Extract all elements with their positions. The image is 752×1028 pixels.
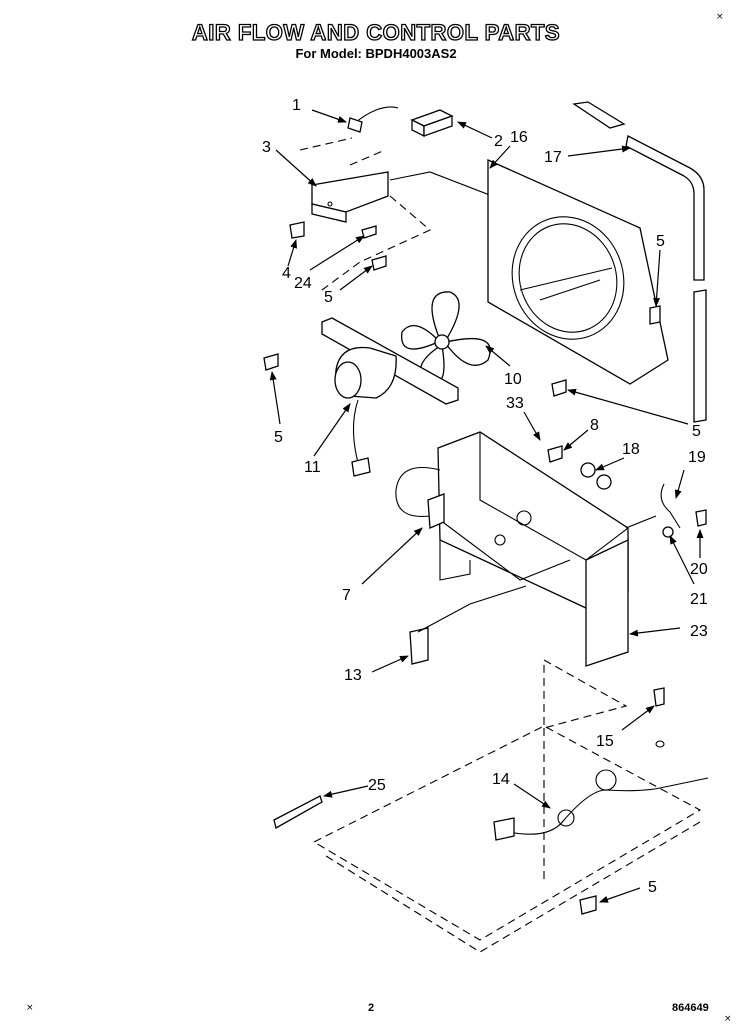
part-5-screw-bottom (579, 895, 597, 915)
part-16-rear-panel (487, 158, 669, 385)
page-title: AIR FLOW AND CONTROL PARTS (191, 19, 561, 45)
page-number: 2 (368, 1002, 375, 1014)
part-15-screw (653, 687, 665, 748)
part-11-motor (334, 346, 397, 477)
part-2-connector-block (410, 109, 454, 138)
drawing-number: 864649 (672, 1002, 709, 1014)
part-4-clip (289, 221, 305, 239)
callout-21: 21 (690, 591, 708, 608)
part-14-wire-harness (493, 769, 709, 841)
callout-10: 10 (504, 371, 522, 388)
callout-5-right: 5 (656, 233, 665, 250)
callout-2: 2 (494, 133, 503, 150)
part-25-long-screw (273, 795, 323, 829)
part-13-capacitor (409, 627, 429, 665)
callout-7: 7 (342, 587, 351, 604)
part-5-screw-lower-right (551, 379, 567, 397)
callout-33: 33 (506, 395, 524, 412)
part-21-washer (662, 526, 674, 538)
part-1-terminal-screw (347, 106, 399, 133)
part-3-switch-bracket (311, 171, 389, 223)
corner-mark-bottom-right: × (724, 1014, 732, 1024)
corner-mark-bottom-left: × (26, 1003, 34, 1013)
part-24-screw (361, 225, 377, 239)
part-5-screw-motor (263, 353, 279, 371)
part-5-screw-right (649, 305, 661, 325)
callout-19: 19 (688, 449, 706, 466)
callout-15: 15 (596, 733, 614, 750)
corner-mark-top-right: × (716, 12, 724, 22)
part-18-knobs (580, 462, 612, 490)
callout-5-upper: 5 (324, 289, 333, 306)
callout-11: 11 (304, 459, 321, 476)
part-19-wire-lead (660, 483, 681, 529)
base-pan (312, 659, 702, 953)
callout-23: 23 (690, 623, 708, 640)
model-subtitle: For Model: BPDH4003AS2 (295, 46, 457, 61)
callout-1: 1 (292, 97, 301, 114)
callout-16: 16 (510, 129, 528, 146)
callout-5-motor: 5 (274, 429, 283, 446)
callout-4: 4 (282, 265, 291, 282)
callout-5-bottom: 5 (648, 879, 657, 896)
part-20-screw (695, 509, 707, 527)
callout-18: 18 (622, 441, 640, 458)
part-17-gasket-strips (572, 101, 707, 423)
callout-17: 17 (544, 149, 562, 166)
part-5-screw-upper (371, 255, 387, 271)
part-7-thermostat (395, 466, 445, 529)
callout-13: 13 (344, 667, 362, 684)
callout-25: 25 (368, 777, 386, 794)
callout-5-lower-right: 5 (692, 423, 701, 440)
part-8-screw (547, 445, 563, 463)
callout-3: 3 (262, 139, 271, 156)
callout-14: 14 (492, 771, 510, 788)
callout-20: 20 (690, 561, 708, 578)
part-23-side-plate (585, 538, 629, 667)
callout-24: 24 (294, 275, 312, 292)
callout-8: 8 (590, 417, 599, 434)
